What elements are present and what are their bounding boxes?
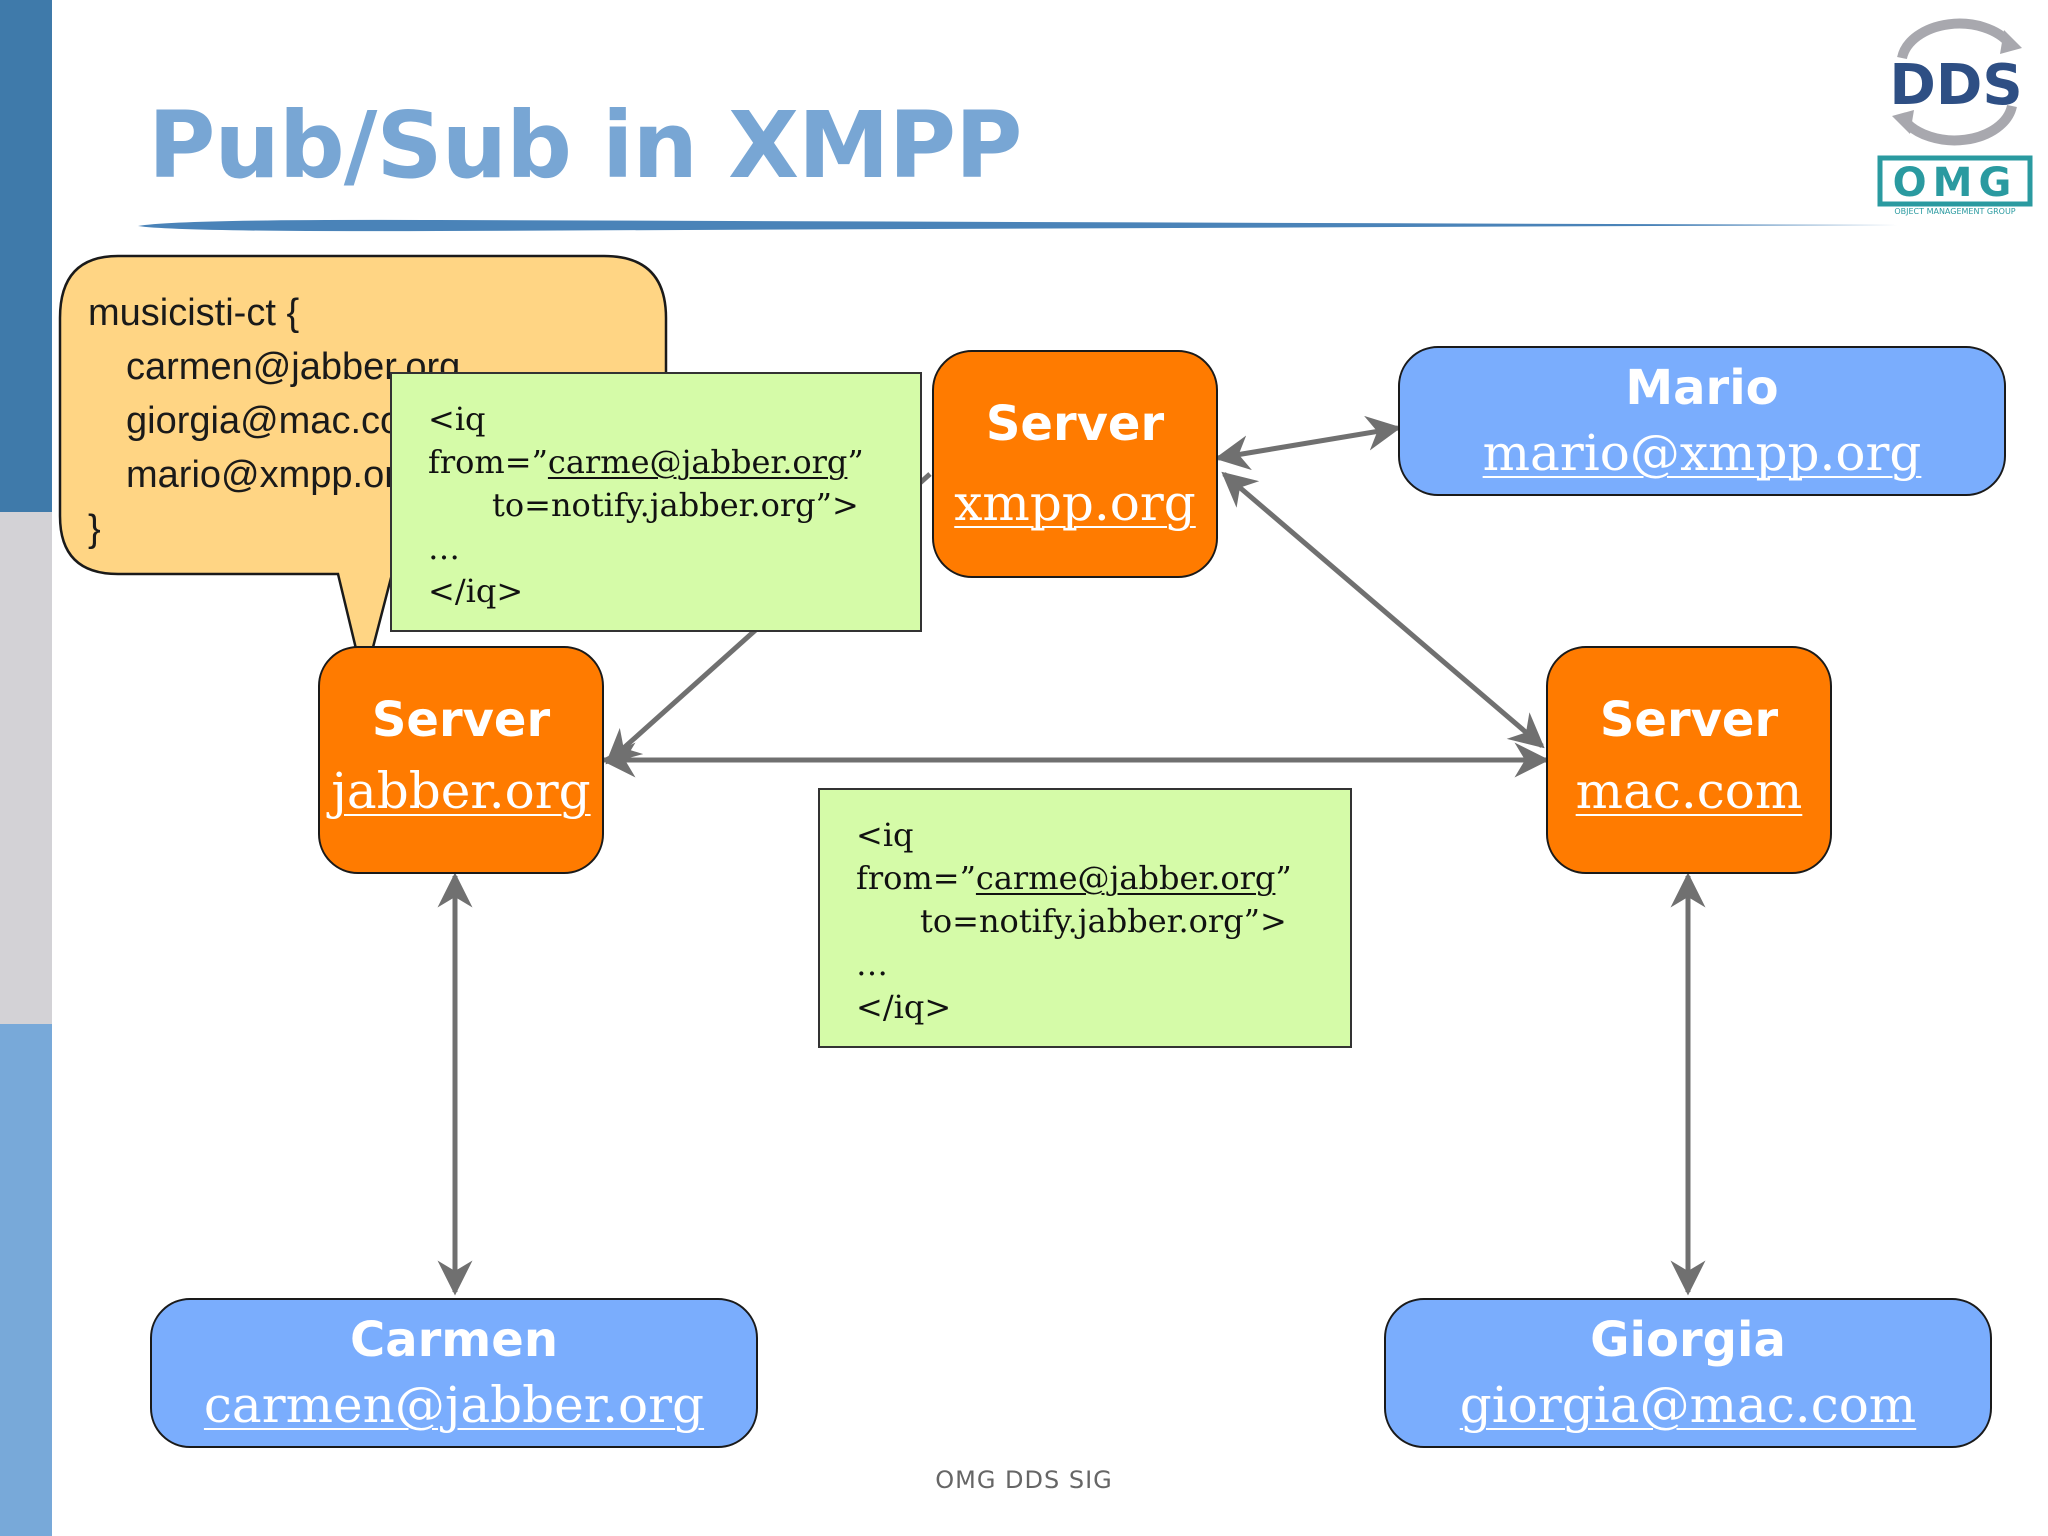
iq-to-line: to=notify.jabber.org”> <box>920 902 1287 940</box>
logo-caption: OBJECT MANAGEMENT GROUP <box>1894 207 2015 216</box>
slide-title: Pub/Sub in XMPP <box>148 92 1022 199</box>
server-xmpp: Server xmpp.org <box>932 350 1218 578</box>
server-label: Server <box>985 396 1165 452</box>
user-name: Carmen <box>349 1312 559 1368</box>
iq-from-line: from=”carme@jabber.org” <box>856 857 1350 900</box>
iq-to-line: to=notify.jabber.org”> <box>492 486 859 524</box>
iq-close-tag: </iq> <box>856 988 952 1026</box>
server-address-link[interactable]: jabber.org <box>331 762 591 820</box>
server-address-link[interactable]: mac.com <box>1575 762 1803 820</box>
iq-from-prefix: from=” <box>428 443 548 481</box>
group-close: } <box>88 508 101 550</box>
iq-open-tag: <iq <box>856 816 914 854</box>
server-address-link[interactable]: xmpp.org <box>954 474 1196 532</box>
iq-from-line: from=”carme@jabber.org” <box>428 441 920 484</box>
sidebar-stripe-bottom <box>0 1024 52 1536</box>
group-member: giorgia@mac.com <box>126 400 433 442</box>
iq-open-tag: <iq <box>428 400 486 438</box>
connection-xmpp-mac <box>1221 471 1545 749</box>
user-name: Mario <box>1625 360 1779 416</box>
iq-from-suffix: ” <box>1275 859 1292 897</box>
iq-ellipsis: … <box>856 945 888 983</box>
iq-from-suffix: ” <box>847 443 864 481</box>
iq-close-tag: </iq> <box>428 572 524 610</box>
connection-xmpp-mario <box>1214 415 1402 471</box>
title-underline <box>138 219 1898 232</box>
dds-omg-logo: DDS OMG OBJECT MANAGEMENT GROUP <box>1872 8 2042 218</box>
iq-message-box: <iq from=”carme@jabber.org” to=notify.ja… <box>818 788 1352 1048</box>
user-address-link[interactable]: carmen@jabber.org <box>203 1376 705 1434</box>
iq-from-address[interactable]: carme@jabber.org <box>975 859 1276 897</box>
user-address-link[interactable]: mario@xmpp.org <box>1482 424 1922 482</box>
user-name: Giorgia <box>1590 1312 1786 1368</box>
group-open: musicisti-ct { <box>88 292 300 334</box>
server-label: Server <box>1599 692 1779 748</box>
user-carmen: Carmen carmen@jabber.org <box>150 1298 758 1448</box>
user-mario: Mario mario@xmpp.org <box>1398 346 2006 496</box>
logo-dds-text: DDS <box>1889 53 2022 118</box>
server-jabber: Server jabber.org <box>318 646 604 874</box>
user-giorgia: Giorgia giorgia@mac.com <box>1384 1298 1992 1448</box>
server-label: Server <box>371 692 551 748</box>
server-mac: Server mac.com <box>1546 646 1832 874</box>
group-definition: musicisti-ct { carmen@jabber.org giorgia… <box>88 286 460 556</box>
iq-from-address[interactable]: carme@jabber.org <box>547 443 848 481</box>
group-member: mario@xmpp.org <box>126 454 418 496</box>
sidebar-stripe-middle <box>0 512 52 1024</box>
logo-omg-text: OMG <box>1893 160 2018 206</box>
sidebar-stripe-top <box>0 0 52 512</box>
iq-from-prefix: from=” <box>856 859 976 897</box>
iq-ellipsis: … <box>428 529 460 567</box>
user-address-link[interactable]: giorgia@mac.com <box>1459 1376 1917 1434</box>
iq-message-box: <iq from=”carme@jabber.org” to=notify.ja… <box>390 372 922 632</box>
slide-footer: OMG DDS SIG <box>935 1466 1113 1494</box>
